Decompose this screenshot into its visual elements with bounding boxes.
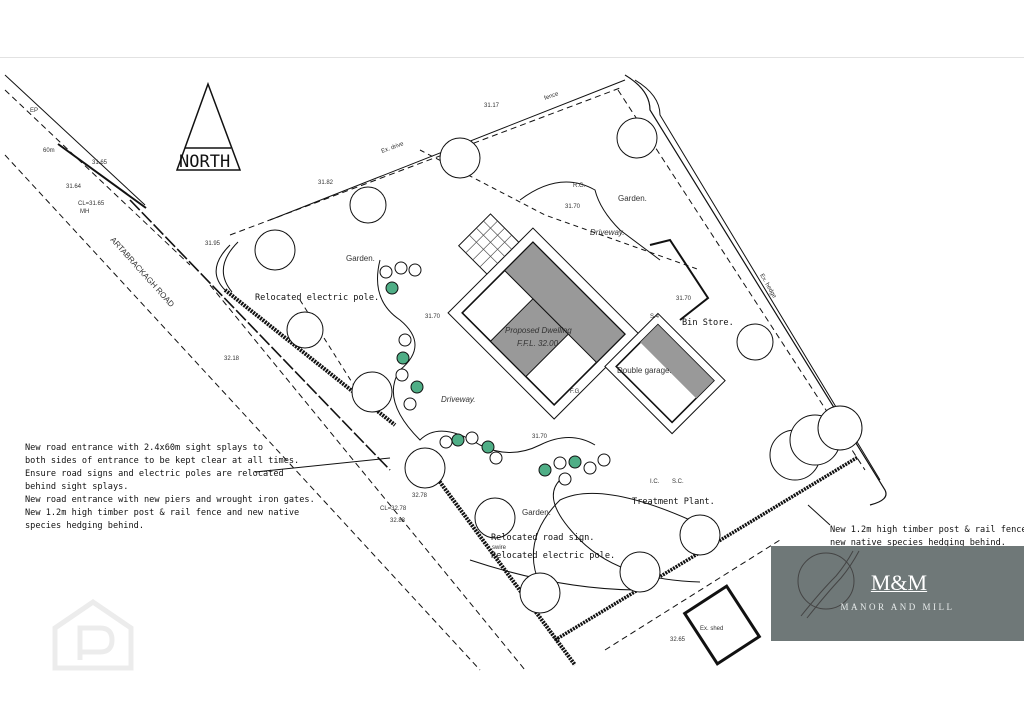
garden-label: Garden. [618, 194, 647, 203]
watermark-logo [52, 598, 134, 671]
manhole-label: MH [80, 209, 89, 215]
treatment-plant-label: Treatment Plant. [632, 497, 715, 507]
level: 32.65 [670, 637, 686, 643]
cl-label: CL=32.78 [380, 506, 407, 512]
logo-name: MANOR AND MILL [840, 602, 955, 612]
top-divider [0, 57, 1024, 58]
leader-line [254, 457, 391, 473]
ex-drive-label: Ex. drive [381, 141, 406, 155]
relocated-pole-label: Relocated electric pole. [491, 551, 615, 561]
ex-hedge-label: Ex. hedge [758, 273, 777, 300]
ex-shed-label: Ex. shed [700, 626, 723, 632]
level: 32.18 [224, 356, 240, 362]
level: 31.95 [205, 241, 221, 247]
rg-label: R.G. [573, 183, 586, 189]
note-line: New road entrance with 2.4x60m sight spl… [25, 443, 263, 453]
garden-label: Garden. [346, 254, 375, 263]
level: 32.78 [412, 493, 428, 499]
driveway-label: Driveway. [590, 228, 625, 237]
road-lines [4, 74, 859, 671]
level: 31.70 [565, 204, 581, 210]
level: 31.65 [92, 160, 108, 166]
note-line: New 1.2m high timber post & rail fence a… [25, 508, 299, 518]
splay-distance-label: 60m [43, 148, 55, 154]
note-line: New road entrance with new piers and wro… [25, 495, 315, 505]
level: 31.64 [66, 184, 82, 190]
relocated-pole-label: Relocated electric pole. [255, 293, 379, 303]
level: 31.70 [532, 434, 548, 440]
manor-and-mill-logo: M&M MANOR AND MILL [771, 546, 1024, 641]
sc-label: S.C. [672, 479, 684, 485]
road-label: ARTABRACKAGH ROAD [109, 235, 177, 309]
entrance-notes: New road entrance with 2.4x60m sight spl… [25, 443, 315, 531]
level: 32.83 [390, 518, 406, 524]
proposed-dwelling [447, 213, 640, 420]
shrubs [379, 261, 611, 486]
fence-notes: New 1.2m high timber post & rail fence a… [830, 525, 1024, 548]
fg-label: F.G. [570, 389, 581, 395]
bin-store-wall [649, 238, 710, 321]
note-line: new native species hedging behind. [830, 538, 1006, 548]
existing-shed [682, 584, 762, 666]
double-garage-label: Double garage. [617, 366, 672, 375]
level: 31.82 [318, 180, 334, 186]
note-line: both sides of entrance to be kept clear … [25, 456, 299, 466]
proposed-dwelling-label: Proposed Dwelling [505, 326, 572, 335]
tree-sketch-icon [797, 550, 860, 619]
s4-label: S.4 [650, 314, 660, 320]
relocated-sign-label: Relocated road sign. [491, 533, 594, 543]
note-line: New 1.2m high timber post & rail fence a… [830, 525, 1024, 535]
note-line: species hedging behind. [25, 521, 144, 531]
trees [254, 117, 863, 614]
north-label: NORTH [179, 152, 230, 172]
site-boundary [215, 74, 887, 651]
level: 31.70 [676, 296, 692, 302]
level: 31.17 [484, 103, 500, 109]
ic-label: I.C. [650, 479, 660, 485]
ffl-label: F.F.L. 32.00 [517, 339, 559, 348]
double-garage [604, 312, 726, 435]
north-arrow-icon [175, 81, 242, 171]
driveway-label: Driveway. [441, 395, 476, 404]
note-line: Ensure road signs and electric poles are… [25, 469, 284, 479]
level: 31.70 [425, 314, 441, 320]
swire-label: swire [492, 545, 507, 551]
fence-label: fence [544, 91, 560, 102]
logo-mark: M&M [870, 570, 928, 595]
bin-store-label: Bin Store. [682, 318, 734, 328]
garden-label: Garden. [522, 508, 551, 517]
ep-label: EP [30, 108, 38, 114]
cl-label: CL=31.65 [78, 201, 105, 207]
note-line: behind sight splays. [25, 482, 128, 492]
leader-line [807, 504, 831, 526]
